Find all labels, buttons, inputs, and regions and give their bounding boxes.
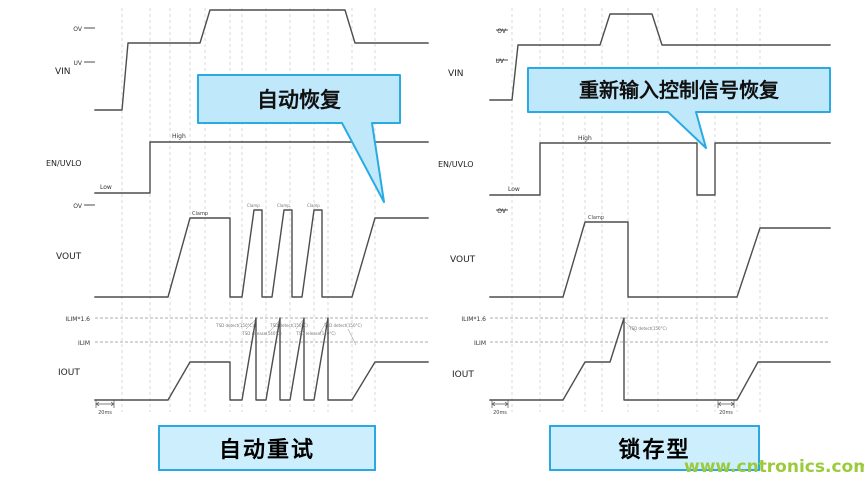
low-level-label: Low (100, 184, 112, 191)
t20ms-marker: 20ms (95, 400, 115, 416)
tsd-note: TSD detect(150°C) (323, 323, 362, 328)
caption-latch-type: 锁存型 (549, 425, 760, 471)
panel-latch-type: OV UV VIN High EN/UVLO Low OV VOUT ILIM*… (438, 13, 831, 416)
vout-label: VOUT (56, 252, 82, 262)
clamp-label: Clamp (247, 203, 260, 208)
tsd-note-arrow (623, 320, 637, 333)
tsd-note-arrows (245, 319, 357, 346)
callout-auto-recovery-text: 自动恢复 (257, 88, 342, 112)
vin-label: VIN (448, 69, 464, 79)
gridlines-left (121, 8, 376, 412)
vin-waveform (94, 9, 429, 111)
callout-auto-recovery: 自动恢复 (197, 74, 401, 203)
ov-level-label: OV (73, 26, 83, 33)
ilim16-label: ILIM*1.6 (461, 316, 486, 323)
en-uvlo-label: EN/UVLO (438, 160, 474, 169)
ov-level-label: OV (497, 28, 507, 35)
low-level-label: Low (508, 186, 520, 193)
callout-bubble-shape (197, 74, 401, 203)
callout-bubble-shape (527, 67, 831, 149)
t20ms-marker: 20ms (717, 400, 735, 416)
t20ms-label: 20ms (98, 410, 112, 416)
tsd-note: TSD release(140°C) (295, 331, 336, 336)
watermark: www.cntronics.com (684, 457, 864, 477)
vin-waveform (489, 13, 831, 101)
caption-auto-retry-label: 自动重试 (218, 438, 315, 463)
tsd-note: TSD detect(150°C) (269, 323, 308, 328)
en-uvlo-label: EN/UVLO (46, 159, 82, 168)
en-uvlo-waveform (94, 141, 429, 194)
tsd-note: TSD detect(150°C) (628, 326, 667, 331)
vout-label: VOUT (450, 255, 476, 265)
panel-auto-retry: OV UV VIN High EN/UVLO Low OV VOUT ILIM*… (46, 9, 429, 416)
clamp-label: Clamp (277, 203, 290, 208)
en-uvlo-waveform (489, 142, 831, 196)
iout-waveform (94, 317, 429, 401)
t20ms-label: 20ms (719, 410, 733, 416)
vout-ov-level-label: OV (73, 203, 83, 210)
iout-label: IOUT (452, 370, 474, 380)
vout-waveform (94, 209, 429, 298)
clamp-label: Clamp (307, 203, 320, 208)
t20ms-label: 20ms (493, 410, 507, 416)
clamp-label: Clamp (588, 215, 604, 221)
iout-waveform (489, 317, 831, 401)
caption-auto-retry: 自动重试 (158, 425, 376, 471)
vin-label: VIN (55, 67, 71, 77)
tsd-note: TSD release(140°C) (241, 331, 282, 336)
clamp-label: Clamp (192, 211, 208, 217)
high-level-label: High (578, 135, 592, 142)
watermark-text: www.cntronics.com (684, 457, 864, 477)
iout-label: IOUT (58, 368, 80, 378)
t20ms-marker: 20ms (491, 400, 509, 416)
callout-reinput-signal-recovery: 重新输入控制信号恢复 (527, 67, 831, 149)
uv-level-label: UV (496, 58, 505, 65)
high-level-label: High (172, 133, 186, 140)
tsd-note: TSD detect(150°C) (215, 323, 254, 328)
vout-waveform (489, 221, 831, 298)
ilim-label: ILIM (78, 340, 90, 347)
caption-latch-type-label: 锁存型 (618, 438, 691, 463)
callout-reinput-text: 重新输入控制信号恢复 (579, 78, 780, 102)
uv-level-label: UV (74, 60, 83, 67)
vout-ov-level-label: OV (497, 208, 507, 215)
ilim16-label: ILIM*1.6 (65, 316, 90, 323)
ilim-label: ILIM (474, 340, 486, 347)
